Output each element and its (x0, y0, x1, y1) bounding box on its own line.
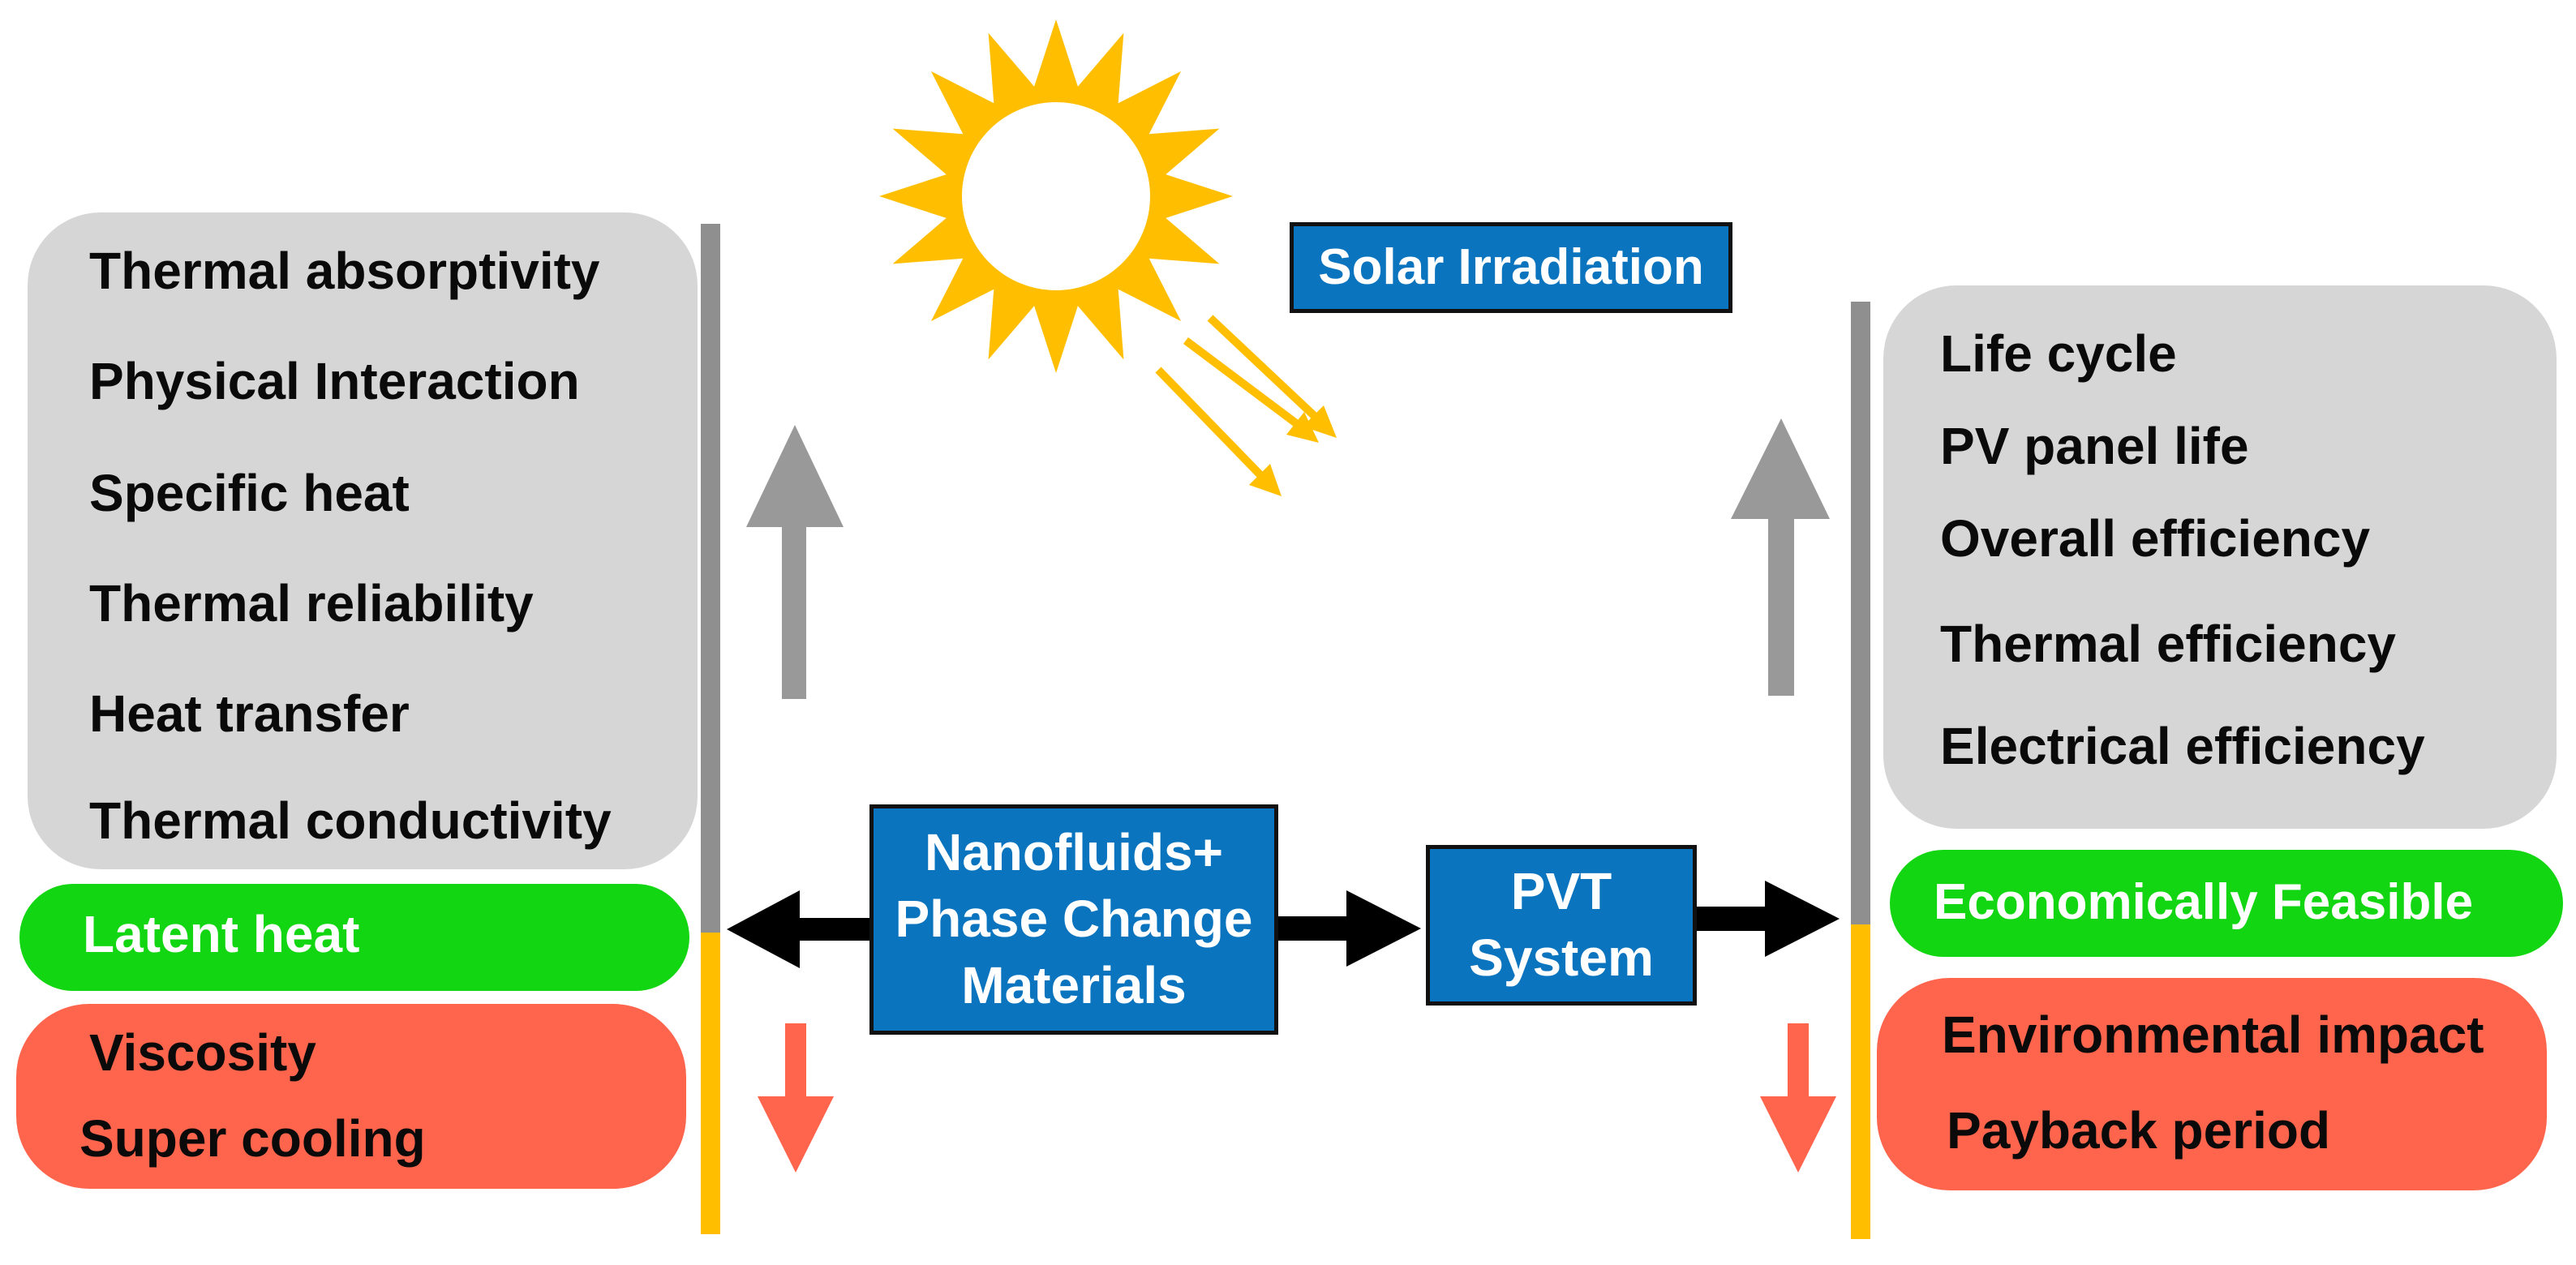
left-decrease-panel (16, 1004, 686, 1189)
pvt-system-line: System (1469, 928, 1654, 987)
left-feasible-panel (19, 884, 689, 991)
flow-arrow-right (1697, 881, 1840, 957)
right-scale-bar-upper (1851, 302, 1870, 924)
left-feasible-label: Latent heat (83, 905, 360, 963)
left-decrease-item: Viscosity (89, 1023, 316, 1082)
left-increase-item: Specific heat (89, 464, 410, 522)
right-decrease-panel (1877, 978, 2547, 1190)
left-scale-bar-upper (701, 224, 720, 933)
pvt-system-box: PVT System (1426, 845, 1697, 1006)
nanofluids-pcm-box: Nanofluids+ Phase Change Materials (869, 804, 1278, 1035)
arrow-up-icon (1731, 418, 1830, 696)
left-increase-item: Heat transfer (89, 684, 410, 743)
right-feasible-panel (1890, 850, 2563, 957)
right-increase-item: Electrical efficiency (1940, 717, 2425, 775)
flow-arrow-right (1278, 890, 1421, 967)
nanofluids-pcm-line: Materials (961, 955, 1187, 1014)
solar-irradiation-text: Solar Irradiation (1318, 239, 1704, 296)
right-increase-item: PV panel life (1940, 417, 2249, 475)
arrow-up-icon (746, 425, 844, 699)
left-scale-bar-lower (701, 933, 720, 1234)
left-increase-item: Thermal absorptivity (89, 242, 600, 300)
nanofluids-pcm-line: Nanofluids+ (924, 823, 1224, 882)
solar-irradiation-label: Solar Irradiation (1290, 222, 1732, 313)
left-increase-item: Physical Interaction (89, 352, 580, 410)
sun-icon (879, 19, 1233, 373)
right-feasible-label: Economically Feasible (1934, 874, 2474, 930)
left-increase-item: Thermal conductivity (89, 791, 612, 850)
arrow-down-icon (758, 1023, 834, 1173)
left-increase-panel (28, 212, 698, 869)
right-decrease-item: Environmental impact (1942, 1006, 2484, 1064)
arrow-down-icon (1760, 1023, 1836, 1173)
flow-arrow-left (727, 890, 869, 968)
right-increase-panel (1883, 285, 2557, 829)
right-decrease-item: Payback period (1947, 1101, 2331, 1160)
right-increase-item: Thermal efficiency (1940, 615, 2396, 673)
left-decrease-item: Super cooling (79, 1109, 426, 1168)
pvt-system-line: PVT (1510, 862, 1612, 921)
nanofluids-pcm-line: Phase Change (895, 890, 1253, 949)
right-scale-bar-lower (1851, 924, 1870, 1239)
right-increase-item: Overall efficiency (1940, 509, 2371, 568)
sun-rays-icon (1155, 315, 1337, 496)
right-increase-item: Life cycle (1940, 324, 2177, 383)
left-increase-item: Thermal reliability (89, 574, 534, 632)
